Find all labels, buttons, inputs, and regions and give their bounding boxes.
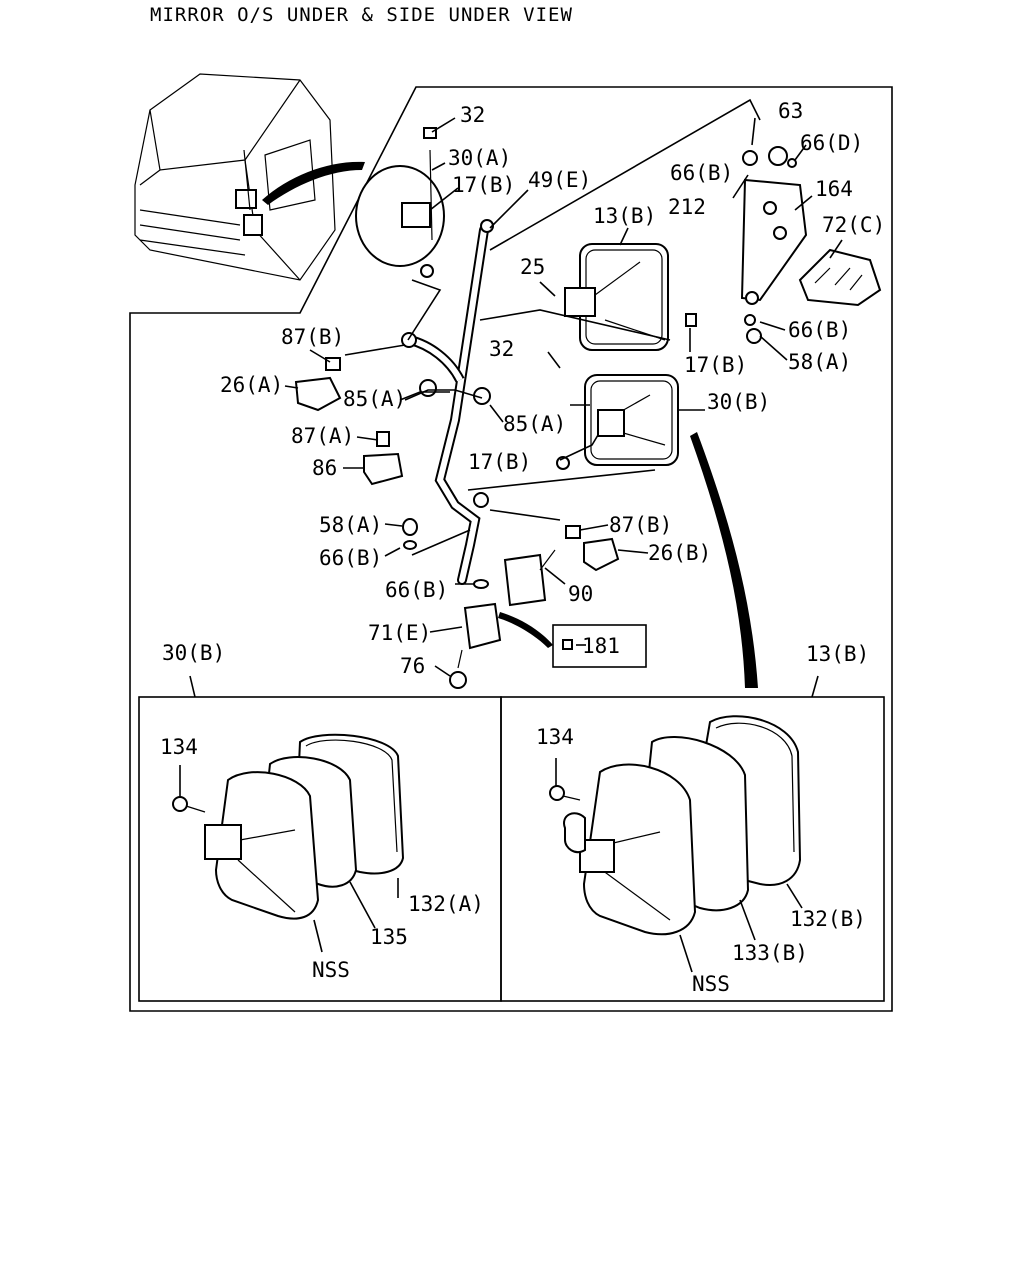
mirror-stay-tube bbox=[401, 219, 494, 585]
label-30b-panel: 30(B) bbox=[162, 641, 225, 665]
label-85a: 85(A) bbox=[343, 387, 406, 411]
bracket-164 bbox=[740, 146, 882, 344]
callout-labels: 32 30(A) 17(B) 49(E) 13(B) 25 17(B) 32 3… bbox=[160, 99, 885, 996]
label-181: 181 bbox=[582, 634, 620, 658]
label-13b: 13(B) bbox=[593, 204, 656, 228]
label-17b: 17(B) bbox=[684, 353, 747, 377]
caps-and-clips bbox=[294, 357, 620, 572]
label-72c: 72(C) bbox=[822, 213, 885, 237]
label-87b: 87(B) bbox=[281, 325, 344, 349]
label-87b: 87(B) bbox=[609, 513, 672, 537]
label-17b: 17(B) bbox=[452, 173, 515, 197]
label-85a: 85(A) bbox=[503, 412, 566, 436]
label-134: 134 bbox=[536, 725, 574, 749]
main-frame bbox=[129, 86, 893, 1012]
label-134: 134 bbox=[160, 735, 198, 759]
label-26a: 26(A) bbox=[220, 373, 283, 397]
label-49e: 49(E) bbox=[528, 168, 591, 192]
label-nss: NSS bbox=[692, 972, 730, 996]
label-133b: 133(B) bbox=[732, 941, 808, 965]
label-90: 90 bbox=[568, 582, 593, 606]
label-66d: 66(D) bbox=[800, 131, 863, 155]
label-66b: 66(B) bbox=[385, 578, 448, 602]
label-58a: 58(A) bbox=[319, 513, 382, 537]
panel-30b-mirror bbox=[172, 733, 405, 920]
label-13b-panel: 13(B) bbox=[806, 642, 869, 666]
label-25: 25 bbox=[520, 255, 545, 279]
label-212: 212 bbox=[668, 195, 706, 219]
label-71e: 71(E) bbox=[368, 621, 431, 645]
label-132b: 132(B) bbox=[790, 907, 866, 931]
label-30b: 30(B) bbox=[707, 390, 770, 414]
label-63: 63 bbox=[778, 99, 803, 123]
truck-cab-illustration bbox=[134, 73, 365, 281]
label-30a: 30(A) bbox=[448, 146, 511, 170]
label-66b: 66(B) bbox=[788, 318, 851, 342]
mirror-13b bbox=[564, 243, 697, 351]
label-66b: 66(B) bbox=[670, 161, 733, 185]
diagram-title: MIRROR O/S UNDER & SIDE UNDER VIEW bbox=[150, 4, 573, 26]
label-66b: 66(B) bbox=[319, 546, 382, 570]
label-76: 76 bbox=[400, 654, 425, 678]
label-86: 86 bbox=[312, 456, 337, 480]
label-135: 135 bbox=[370, 925, 408, 949]
label-26b: 26(B) bbox=[648, 541, 711, 565]
panel-13b-mirror bbox=[549, 715, 802, 936]
label-132a: 132(A) bbox=[408, 892, 484, 916]
label-17b: 17(B) bbox=[468, 450, 531, 474]
label-32: 32 bbox=[489, 337, 514, 361]
round-mirror bbox=[355, 127, 445, 278]
leader-lines bbox=[284, 98, 843, 677]
label-nss: NSS bbox=[312, 958, 350, 982]
label-32: 32 bbox=[460, 103, 485, 127]
box-181 bbox=[552, 624, 647, 668]
label-164: 164 bbox=[815, 177, 853, 201]
curved-arrow bbox=[690, 432, 758, 688]
mirror-30b bbox=[556, 374, 679, 470]
label-87a: 87(A) bbox=[291, 424, 354, 448]
panel-leader-lines bbox=[179, 758, 803, 973]
lower-brackets bbox=[449, 549, 556, 689]
panel-13b bbox=[500, 696, 885, 1002]
label-58a: 58(A) bbox=[788, 350, 851, 374]
